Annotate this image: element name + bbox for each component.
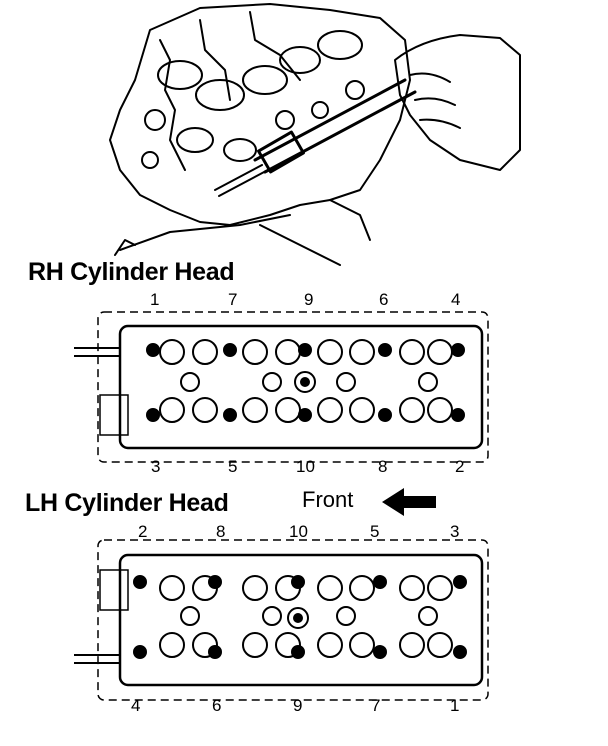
rh-bottom-number: 8 (378, 457, 388, 476)
front-arrow-icon (382, 488, 436, 516)
rh-head-title: RH Cylinder Head (28, 258, 235, 286)
lh-top-number: 3 (450, 522, 460, 541)
lh-top-number: 5 (370, 522, 380, 541)
lh-top-number: 10 (289, 522, 308, 541)
rh-bottom-number: 3 (151, 457, 161, 476)
lh-bottom-number: 6 (212, 696, 222, 715)
rh-cylinder-head-drawing (74, 311, 489, 463)
lh-head-title: LH Cylinder Head (25, 489, 229, 517)
lh-bottom-number: 9 (293, 696, 303, 715)
lh-cylinder-head-drawing (74, 539, 489, 701)
lh-bottom-number: 7 (371, 696, 381, 715)
rh-top-number: 1 (150, 290, 160, 309)
rh-bottom-number: 10 (296, 457, 315, 476)
rh-bottom-number: 2 (455, 457, 465, 476)
lh-top-number: 8 (216, 522, 226, 541)
lh-bottom-number: 1 (450, 696, 460, 715)
lh-top-number: 2 (138, 522, 148, 541)
front-label: Front (302, 487, 354, 512)
rh-top-number: 4 (451, 290, 461, 309)
lh-bottom-number: 4 (131, 696, 141, 715)
rh-bottom-number: 5 (228, 457, 238, 476)
rh-top-number: 7 (228, 290, 238, 309)
rh-top-number: 6 (379, 290, 389, 309)
engine-wrench-illustration (109, 3, 521, 266)
rh-top-number: 9 (304, 290, 314, 309)
